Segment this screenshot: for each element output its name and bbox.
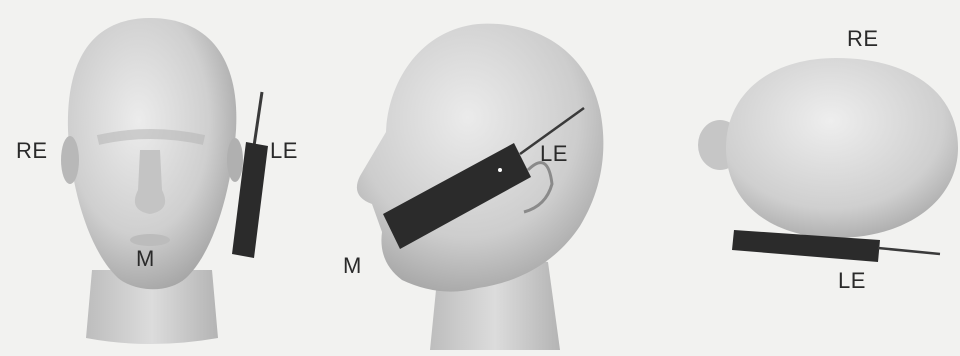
front-right-ear xyxy=(227,138,243,182)
front-le-label: LE xyxy=(270,140,298,162)
front-view-panel xyxy=(61,18,268,344)
side-phone-feed-point xyxy=(498,168,502,172)
side-view-panel xyxy=(357,24,604,350)
top-le-label: LE xyxy=(838,270,866,292)
side-m-label: M xyxy=(343,255,362,277)
side-le-label: LE xyxy=(540,143,568,165)
top-view-panel xyxy=(698,58,958,262)
top-head xyxy=(726,58,958,238)
top-re-label: RE xyxy=(847,28,879,50)
top-phone-antenna xyxy=(878,248,940,254)
front-m-label: M xyxy=(136,248,155,270)
front-re-label: RE xyxy=(16,140,48,162)
front-mouth xyxy=(130,234,170,246)
front-left-ear xyxy=(61,136,79,184)
front-phone-antenna xyxy=(254,92,262,146)
